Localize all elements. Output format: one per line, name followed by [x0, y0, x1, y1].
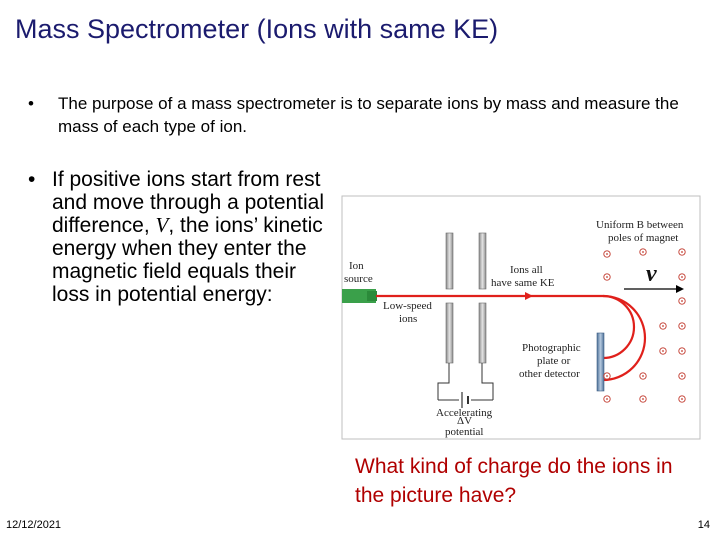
mass-spectrometer-diagram: v Ion source Low-speed ions Ions all hav… [341, 195, 701, 440]
velocity-arrowhead [676, 285, 684, 293]
footer-page-number: 14 [697, 519, 710, 531]
label-delta-v: ΔV [457, 415, 472, 427]
beam-arrowhead [525, 292, 533, 300]
field-dot-icon [659, 322, 667, 330]
photographic-plate [596, 332, 605, 392]
field-dot-icon [639, 395, 647, 403]
label-photo-line3: other detector [519, 368, 580, 380]
field-dot-icon [678, 248, 686, 256]
bullet-purpose-text: The purpose of a mass spectrometer is to… [58, 94, 679, 136]
accelerating-plate-right-lower [478, 302, 487, 364]
label-photo-line2: plate or [537, 355, 571, 367]
bullet-purpose: • The purpose of a mass spectrometer is … [28, 92, 688, 138]
accelerating-plate-left-lower [445, 302, 454, 364]
circuit-wire [437, 363, 450, 400]
field-dot-icon [678, 297, 686, 305]
label-photo-line1: Photographic [522, 342, 581, 354]
label-low-speed-line1: Low-speed [383, 300, 432, 312]
ion-beam-arc-large [602, 294, 647, 382]
bullet-marker: • [28, 94, 34, 113]
label-accelerating-line2: potential [445, 426, 484, 438]
bullet-marker: • [28, 168, 36, 191]
footer-date: 12/12/2021 [6, 519, 62, 531]
label-uniform-b-line2: poles of magnet [608, 232, 678, 244]
bullet-text-part1: If positive ions start from rest and mov… [52, 168, 325, 237]
magnetic-field-dots [603, 248, 686, 403]
potential-variable: V [155, 213, 169, 237]
label-uniform-b-line1: Uniform B between [596, 219, 684, 231]
field-dot-icon [659, 347, 667, 355]
field-dot-icon [678, 273, 686, 281]
field-dot-icon [678, 395, 686, 403]
field-dot-icon [639, 372, 647, 380]
accelerating-plate-right-upper [478, 232, 487, 290]
label-ion-source-line1: Ion [349, 260, 364, 272]
question-text: What kind of charge do the ions in the p… [355, 455, 673, 507]
ion-source-outlet [367, 291, 377, 301]
bullet-kinetic-energy-text: If positive ions start from rest and mov… [52, 168, 338, 306]
field-dot-icon [603, 250, 611, 258]
label-same-ke-line2: have same KE [491, 277, 555, 289]
field-dot-icon [678, 372, 686, 380]
ion-beam-arc-small [602, 294, 636, 360]
circuit-wire [481, 363, 494, 400]
label-same-ke-line1: Ions all [510, 264, 543, 276]
field-dot-icon [603, 395, 611, 403]
label-ion-source-line2: source [344, 273, 373, 285]
field-dot-icon [678, 322, 686, 330]
field-dot-icon [678, 347, 686, 355]
slide-title: Mass Spectrometer (Ions with same KE) [15, 14, 499, 44]
label-accelerating-line1: Accelerating [436, 407, 493, 419]
field-dot-icon [603, 372, 611, 380]
label-low-speed-line2: ions [399, 313, 417, 325]
velocity-symbol: v [646, 261, 657, 287]
field-dot-icon [603, 273, 611, 281]
bullet-text-part2: , the ions’ kinetic energy when they ent… [52, 214, 323, 306]
bullet-kinetic-energy: • If positive ions start from rest and m… [28, 168, 338, 306]
accelerating-plate-left-upper [445, 232, 454, 290]
field-dot-icon [639, 248, 647, 256]
